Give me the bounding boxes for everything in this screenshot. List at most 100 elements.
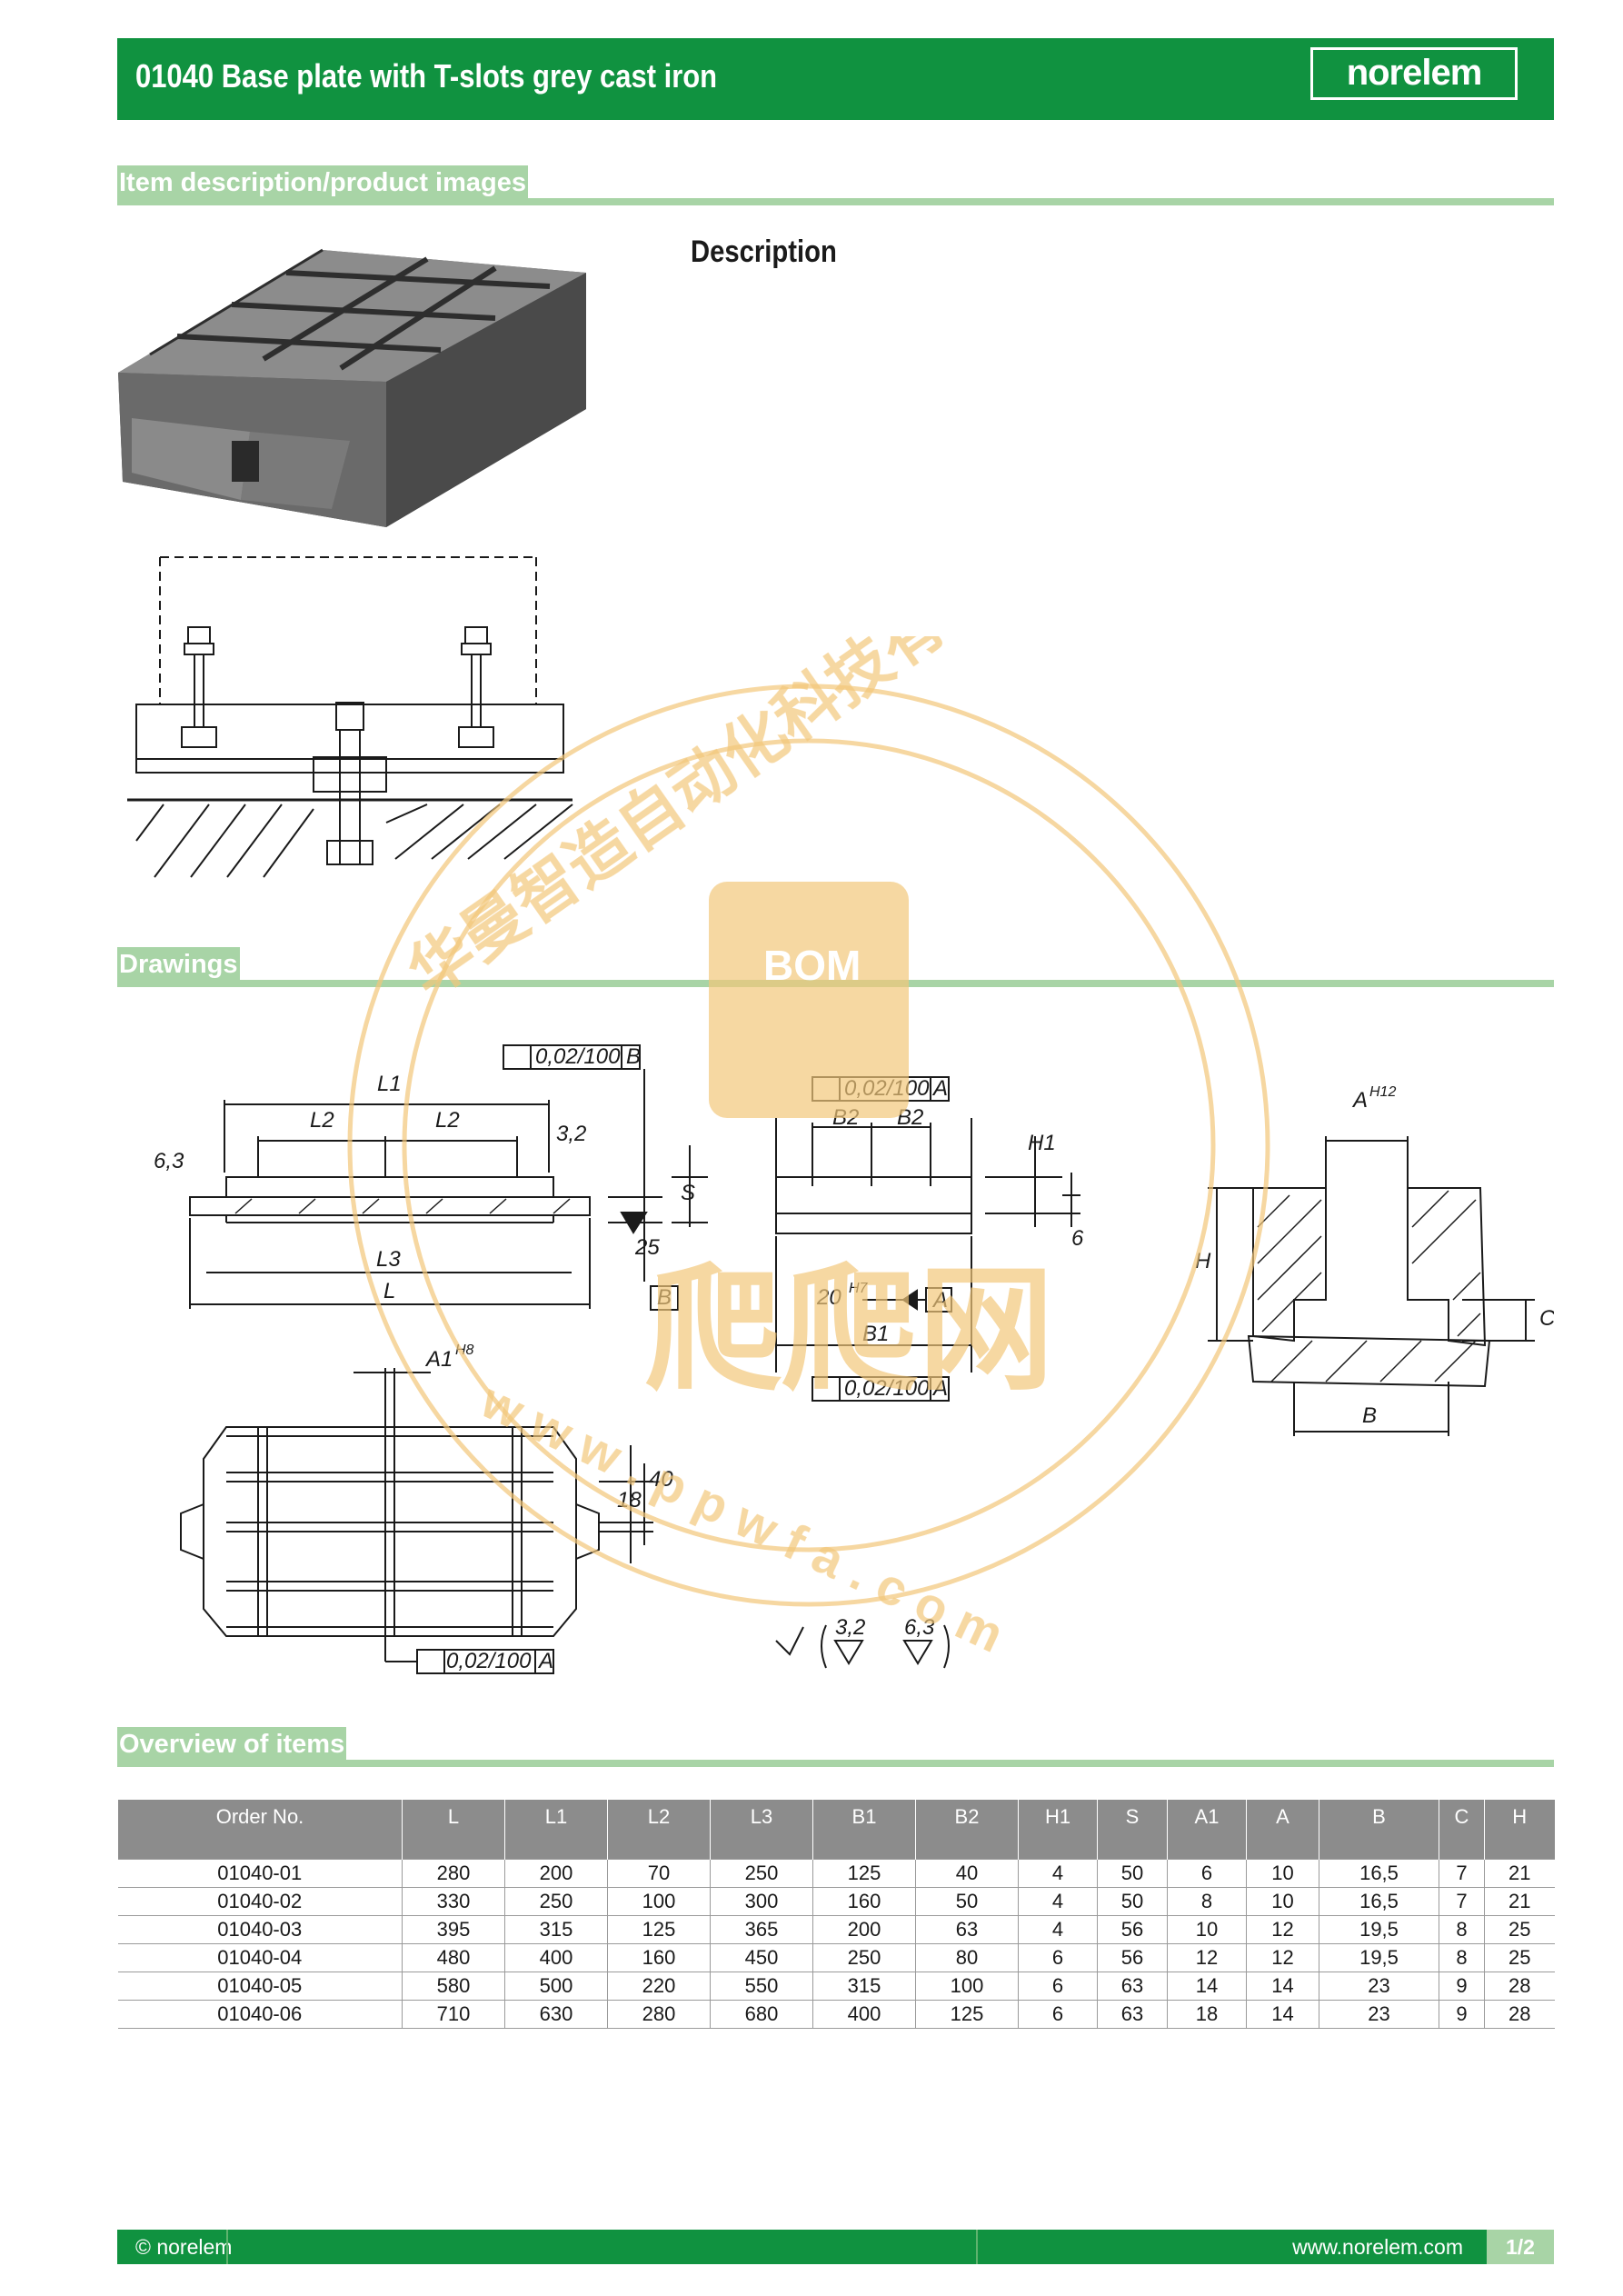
dim-l: L <box>383 1279 395 1303</box>
table-cell: 6 <box>1018 1972 1098 2001</box>
table-cell: 56 <box>1097 1915 1168 1944</box>
table-cell: 23 <box>1319 1972 1439 2001</box>
table-cell: 450 <box>710 1943 813 1972</box>
dim-40: 40 <box>649 1467 673 1492</box>
table-cell: 28 <box>1484 2000 1555 2029</box>
table-cell: 10 <box>1167 1915 1247 1944</box>
table-cell: 23 <box>1319 2000 1439 2029</box>
section-label: Drawings <box>117 947 240 982</box>
table-cell: 50 <box>1097 1859 1168 1888</box>
table-cell: 280 <box>402 1859 505 1888</box>
watermark: BOM 爬爬网 华曼智造自动化科技有限公司 w w w . p p w f a … <box>347 636 1270 1654</box>
section-rule <box>117 198 1554 205</box>
column-header: L2 <box>607 1800 711 1860</box>
page-title: 01040 Base plate with T-slots grey cast … <box>135 57 718 95</box>
table-cell: 6 <box>1167 1859 1247 1888</box>
table-cell: 28 <box>1484 1972 1555 2001</box>
dim-c: C <box>1539 1306 1554 1331</box>
table-cell: 63 <box>1097 2000 1168 2029</box>
table-cell: 315 <box>504 1915 608 1944</box>
watermark-url: w w w . p p w f a . c o m <box>473 1371 1012 1654</box>
column-header: B1 <box>812 1800 916 1860</box>
column-header: A <box>1246 1800 1319 1860</box>
dim-20: 20 <box>816 1285 841 1310</box>
table-cell: 125 <box>915 2000 1019 2029</box>
section-overview: Overview of items <box>117 1727 1554 1769</box>
mounting-sketch <box>127 556 573 878</box>
table-cell: 250 <box>812 1943 916 1972</box>
table-cell: 250 <box>504 1887 608 1916</box>
table-cell: 160 <box>812 1887 916 1916</box>
table-cell: 12 <box>1246 1943 1319 1972</box>
surface-6-3-legend: 6,3 <box>904 1615 935 1640</box>
table-cell: 10 <box>1246 1859 1319 1888</box>
datum-a-top: A <box>931 1076 948 1101</box>
table-cell: 480 <box>402 1943 505 1972</box>
column-header: H1 <box>1018 1800 1098 1860</box>
table-cell: 8 <box>1167 1887 1247 1916</box>
table-cell: 330 <box>402 1887 505 1916</box>
table-cell: 25 <box>1484 1915 1555 1944</box>
order-number-cell: 01040-03 <box>117 1915 403 1944</box>
table-cell: 200 <box>504 1859 608 1888</box>
product-image <box>118 248 586 527</box>
watermark-brand: BOM <box>763 942 861 989</box>
table-cell: 14 <box>1246 2000 1319 2029</box>
table-cell: 6 <box>1018 1943 1098 1972</box>
datum-a: A <box>931 1288 948 1313</box>
table-cell: 4 <box>1018 1887 1098 1916</box>
items-table: Order No. L L1 L2 L3 B1 B2 H1 S A1 A B C… <box>117 1800 1555 2029</box>
page-header: 01040 Base plate with T-slots grey cast … <box>117 38 1554 120</box>
footer-website-link[interactable]: www.norelem.com <box>1292 2235 1463 2259</box>
table-cell: 630 <box>504 2000 608 2029</box>
table-cell: 12 <box>1246 1915 1319 1944</box>
datum-b: B <box>657 1285 672 1310</box>
table-cell: 100 <box>915 1972 1019 2001</box>
column-header: L <box>402 1800 505 1860</box>
technical-drawing: L1 L2 L2 L3 L 6,3 3,2 0,02/100 B B S 25 … <box>154 1044 1554 1674</box>
table-cell: 8 <box>1439 1943 1485 1972</box>
dim-25: 25 <box>634 1235 660 1260</box>
table-cell: 70 <box>607 1859 711 1888</box>
datum-a-bottom: A <box>931 1376 948 1401</box>
table-cell: 365 <box>710 1915 813 1944</box>
table-header-row: Order No. L L1 L2 L3 B1 B2 H1 S A1 A B C… <box>117 1800 1555 1860</box>
fit-h12: H12 <box>1369 1084 1396 1100</box>
dim-l2-left: L2 <box>310 1108 334 1133</box>
tol-b: 0,02/100 <box>535 1044 621 1069</box>
datum-b-top: B <box>626 1044 641 1069</box>
table-cell: 7 <box>1439 1887 1485 1916</box>
table-cell: 580 <box>402 1972 505 2001</box>
surface-6-3: 6,3 <box>154 1149 184 1173</box>
dim-a1: A1 <box>424 1347 453 1372</box>
dim-l3: L3 <box>376 1247 401 1272</box>
table-cell: 6 <box>1018 2000 1098 2029</box>
table-cell: 16,5 <box>1319 1859 1439 1888</box>
footer-divider <box>976 2230 978 2264</box>
table-cell: 160 <box>607 1943 711 1972</box>
tol-top-view: 0,02/100 <box>446 1649 532 1673</box>
column-header: C <box>1439 1800 1485 1860</box>
dim-6: 6 <box>1071 1226 1084 1251</box>
page-number: 1/2 <box>1487 2230 1554 2264</box>
table-cell: 16,5 <box>1319 1887 1439 1916</box>
table-cell: 63 <box>915 1915 1019 1944</box>
order-number-cell: 01040-01 <box>117 1859 403 1888</box>
table-cell: 8 <box>1439 1915 1485 1944</box>
table-cell: 680 <box>710 2000 813 2029</box>
order-number-cell: 01040-04 <box>117 1943 403 1972</box>
section-rule <box>117 1760 1554 1767</box>
table-cell: 40 <box>915 1859 1019 1888</box>
table-cell: 63 <box>1097 1972 1168 2001</box>
table-cell: 4 <box>1018 1915 1098 1944</box>
section-item-description: Item description/product images <box>117 165 1554 207</box>
table-cell: 21 <box>1484 1859 1555 1888</box>
page-footer: © norelem www.norelem.com 1/2 <box>117 2230 1554 2264</box>
section-label: Item description/product images <box>117 165 528 200</box>
table-cell: 21 <box>1484 1887 1555 1916</box>
column-header: S <box>1097 1800 1168 1860</box>
dim-s: S <box>681 1181 695 1205</box>
table-cell: 550 <box>710 1972 813 2001</box>
